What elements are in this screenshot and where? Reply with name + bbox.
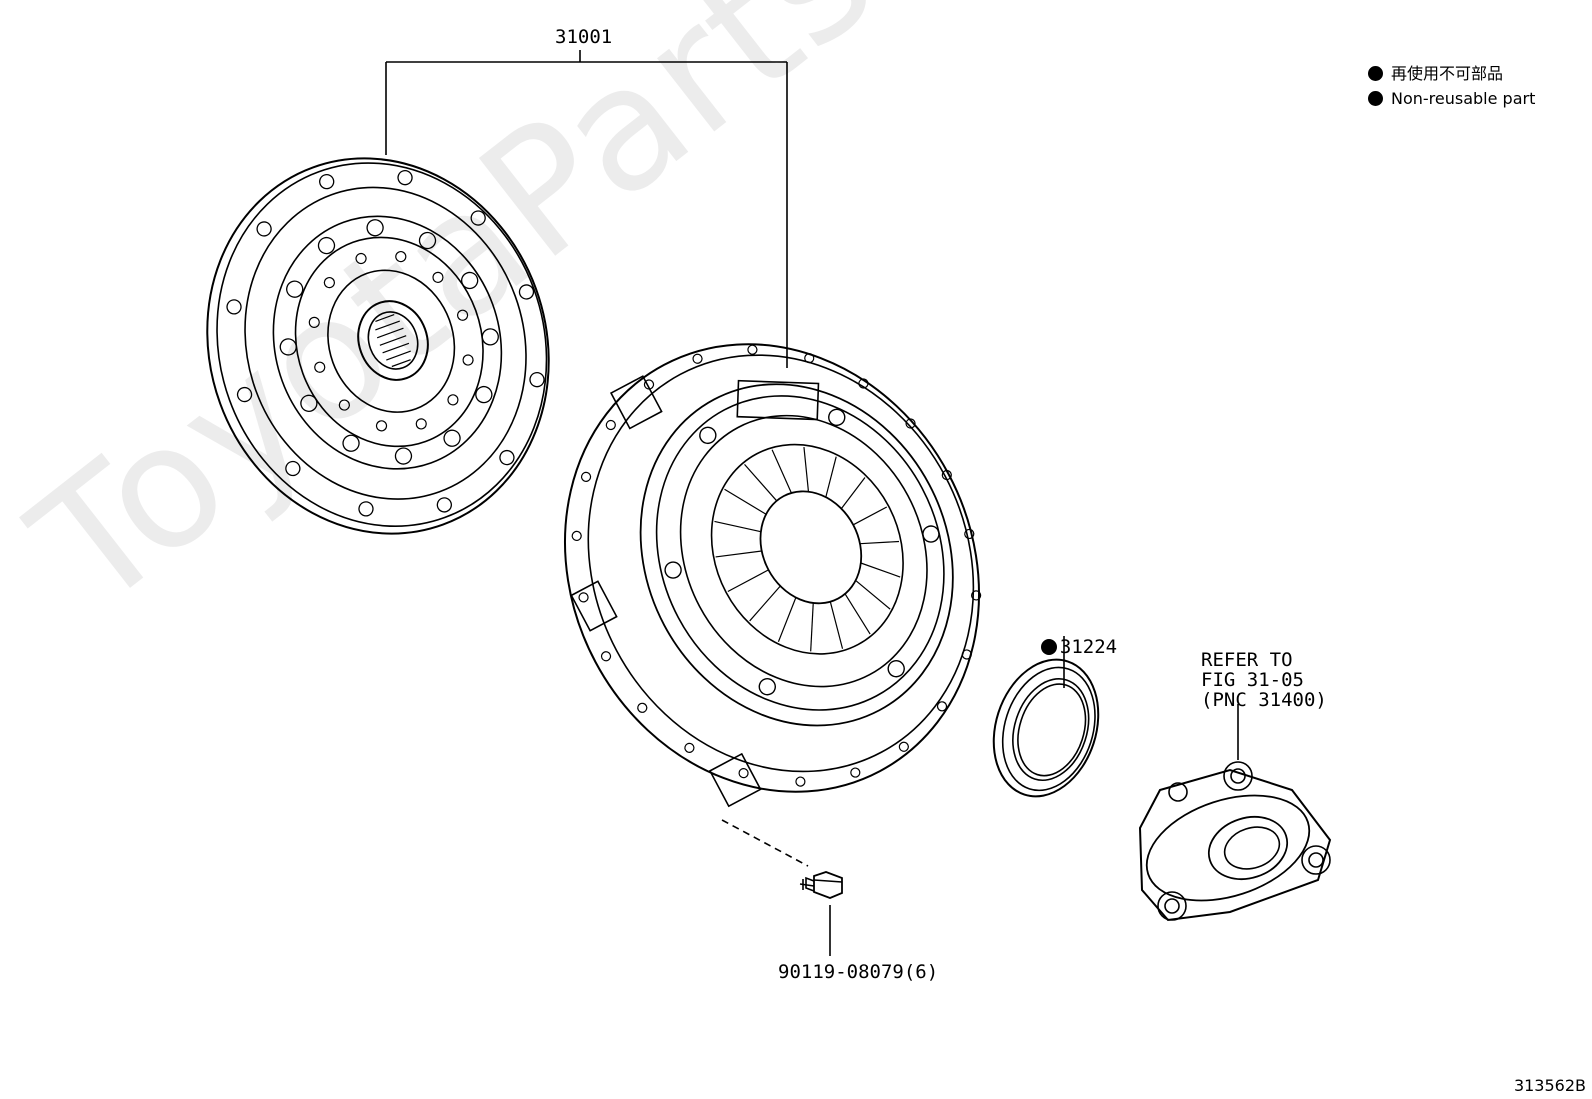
bolt-leader bbox=[721, 819, 831, 956]
label-31001[interactable]: 31001 bbox=[555, 26, 613, 48]
seal-31224[interactable] bbox=[977, 646, 1115, 810]
label-90119-08079[interactable]: 90119-08079(6) bbox=[778, 961, 939, 983]
legend-text-jp: 再使用不可部品 bbox=[1391, 64, 1504, 83]
legend-item-en: Non-reusable part bbox=[1368, 90, 1535, 108]
non-reusable-dot-icon bbox=[1040, 639, 1057, 655]
filled-circle-icon bbox=[1368, 91, 1383, 106]
refer-line-2[interactable]: FIG 31-05 bbox=[1201, 669, 1304, 691]
release-bearing-assembly[interactable] bbox=[1133, 761, 1332, 922]
bolt-90119-08079[interactable] bbox=[799, 871, 843, 899]
callout-bracket-31001 bbox=[385, 50, 788, 368]
refer-line-3[interactable]: (PNC 31400) bbox=[1201, 689, 1327, 711]
clutch-disc[interactable] bbox=[155, 110, 601, 582]
label-31224-text: 31224 bbox=[1059, 636, 1118, 658]
label-31224[interactable]: 31224 bbox=[1018, 617, 1117, 657]
legend-item-jp: 再使用不可部品 bbox=[1368, 65, 1503, 83]
figure-code: 313562B bbox=[1513, 1076, 1586, 1095]
filled-circle-icon bbox=[1368, 66, 1383, 81]
refer-line-1[interactable]: REFER TO bbox=[1201, 649, 1293, 671]
legend-text-en: Non-reusable part bbox=[1391, 89, 1536, 108]
clutch-cover[interactable] bbox=[487, 270, 1058, 865]
